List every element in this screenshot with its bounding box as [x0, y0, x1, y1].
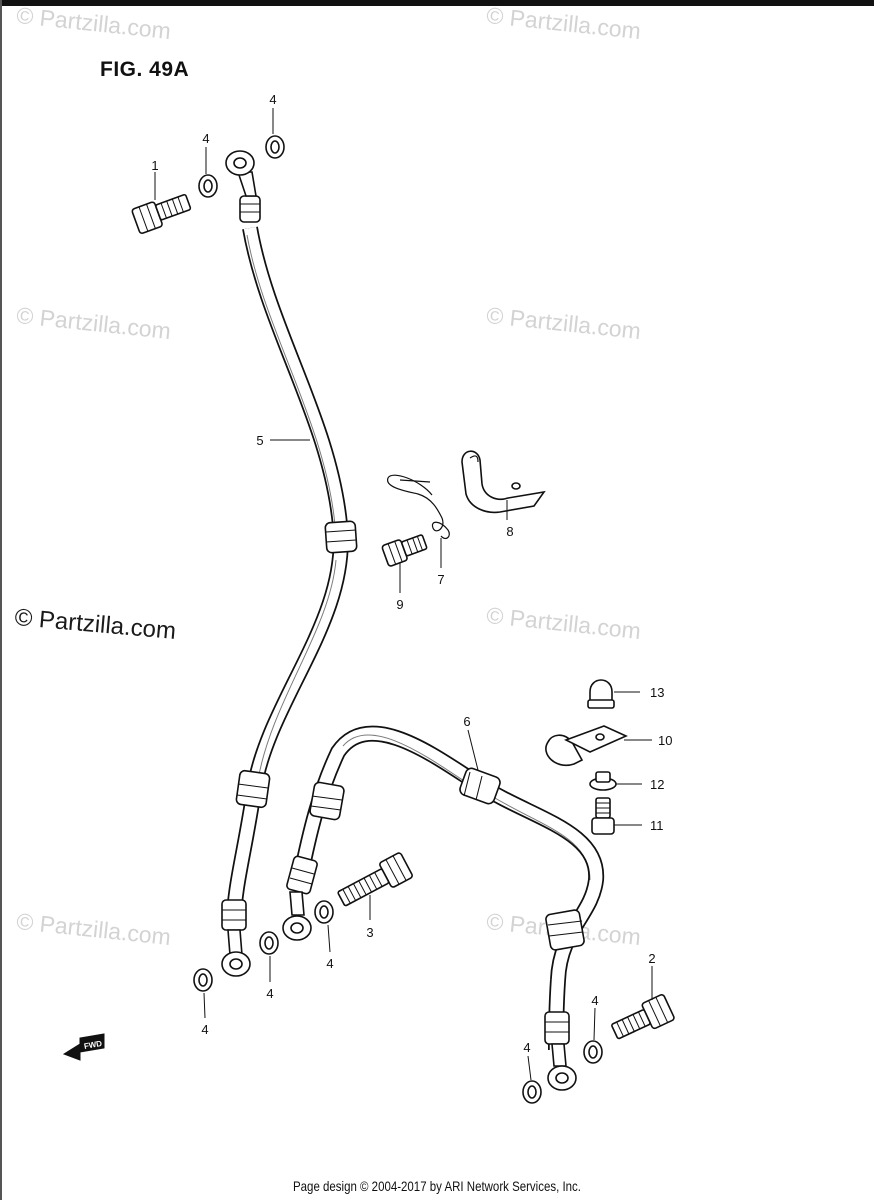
- callout-7: 7: [437, 572, 444, 587]
- washer-4[interactable]: [522, 1080, 542, 1104]
- callout-4: 4: [201, 1022, 208, 1037]
- washer-4[interactable]: [265, 135, 285, 159]
- brake-hose-6[interactable]: [282, 725, 605, 1091]
- union-bolt-1[interactable]: [131, 190, 193, 235]
- callout-6: 6: [463, 714, 470, 729]
- callout-12: 12: [650, 777, 664, 792]
- callout-11: 11: [650, 818, 664, 833]
- washer-4[interactable]: [583, 1040, 603, 1064]
- clip-7[interactable]: [387, 474, 450, 540]
- bolt-11[interactable]: [591, 797, 615, 835]
- callout-3: 3: [366, 925, 373, 940]
- top-rule: [0, 0, 874, 6]
- washer-4[interactable]: [314, 900, 334, 924]
- cap-nut-13[interactable]: [587, 679, 615, 709]
- nut-12[interactable]: [589, 771, 617, 791]
- callout-4: 4: [591, 993, 598, 1008]
- bracket-8[interactable]: [461, 450, 546, 514]
- washer-4[interactable]: [193, 968, 213, 992]
- union-bolt-3[interactable]: [335, 852, 413, 911]
- left-edge-rule: [0, 0, 2, 1200]
- callout-10: 10: [658, 733, 672, 748]
- callout-2: 2: [648, 951, 655, 966]
- page-footer: Page design © 2004-2017 by ARI Network S…: [293, 1178, 581, 1194]
- callout-4: 4: [269, 92, 276, 107]
- callout-1: 1: [151, 158, 158, 173]
- callout-4: 4: [202, 131, 209, 146]
- clamp-10[interactable]: [545, 725, 628, 767]
- callout-4: 4: [523, 1040, 530, 1055]
- callout-5: 5: [256, 433, 263, 448]
- leader-lines: [154, 108, 653, 1081]
- callout-4: 4: [326, 956, 333, 971]
- callout-numbers: 1 4 4 5 8 7 9 6 13 10 12 11 3 4 4 4 2 4 …: [151, 92, 672, 1055]
- union-bolt-2[interactable]: [609, 993, 675, 1045]
- callout-13: 13: [650, 685, 664, 700]
- callout-9: 9: [396, 597, 403, 612]
- fwd-label: FWD: [83, 1039, 103, 1051]
- fwd-arrow-icon: FWD: [62, 1033, 105, 1061]
- figure-title: FIG. 49A: [100, 58, 190, 81]
- brake-hose-5[interactable]: [221, 150, 358, 977]
- bolt-9[interactable]: [381, 532, 429, 567]
- washer-4[interactable]: [259, 931, 279, 955]
- washer-4[interactable]: [198, 174, 218, 198]
- callout-8: 8: [506, 524, 513, 539]
- callout-4: 4: [266, 986, 273, 1001]
